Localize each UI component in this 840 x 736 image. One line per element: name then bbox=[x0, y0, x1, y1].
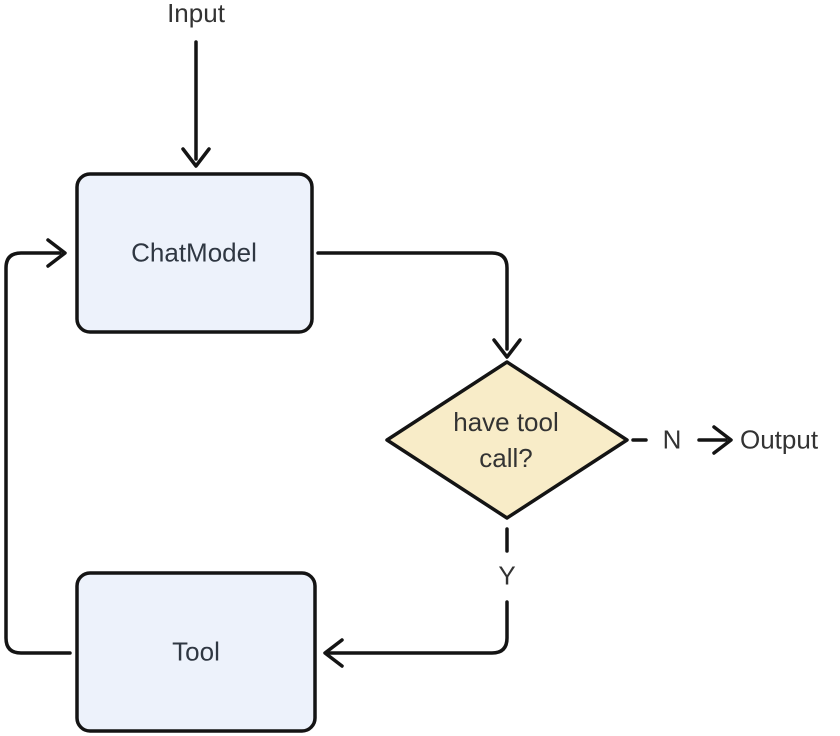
edge-label-yes: Y bbox=[498, 560, 516, 591]
input-label: Input bbox=[167, 0, 225, 28]
edge-label-no: N bbox=[662, 424, 682, 455]
arrowhead-right-chatmodel-icon bbox=[46, 238, 67, 268]
chatmodel-label: ChatModel bbox=[131, 237, 257, 268]
decision-diamond-node bbox=[385, 360, 629, 520]
tool-node bbox=[75, 571, 317, 733]
decision-label-line1: have tool bbox=[453, 407, 559, 437]
arrowhead-left-tool-icon bbox=[323, 638, 344, 668]
tool-label: Tool bbox=[172, 636, 220, 667]
arrowhead-right-output-icon bbox=[712, 425, 733, 455]
arrowhead-down-chatmodel-icon bbox=[181, 147, 211, 168]
edge-yes-to-tool bbox=[327, 600, 509, 655]
edge-chatmodel-to-decision bbox=[316, 251, 509, 351]
output-label: Output bbox=[740, 424, 819, 455]
decision-label: have tool call? bbox=[453, 404, 559, 476]
decision-label-line2: call? bbox=[479, 443, 533, 473]
arrowhead-down-decision-icon bbox=[492, 338, 522, 359]
chatmodel-node bbox=[75, 172, 314, 334]
edge-tool-to-chatmodel-loop bbox=[4, 251, 72, 655]
